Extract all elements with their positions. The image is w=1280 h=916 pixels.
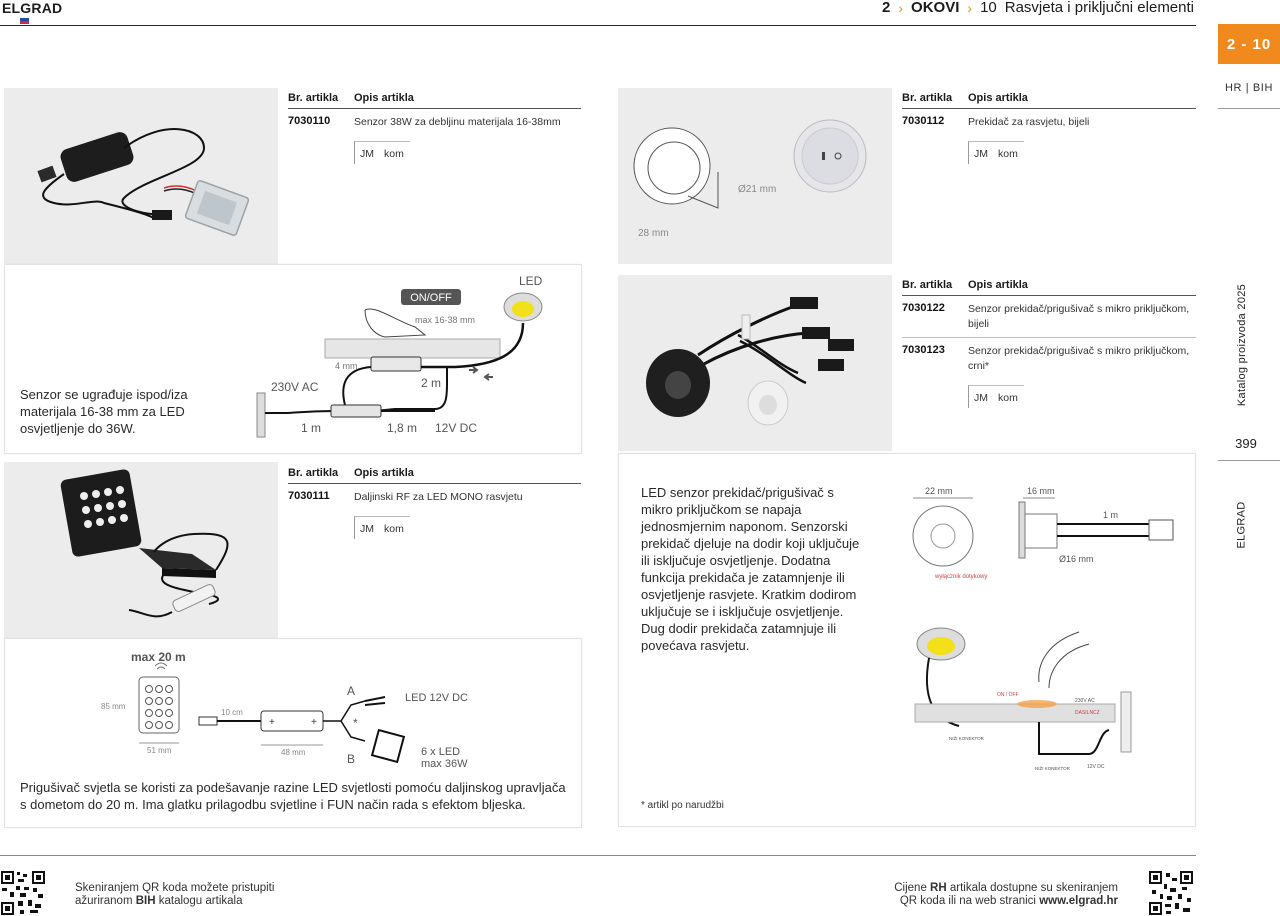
diameter-16mm: Ø16 mm	[1059, 554, 1094, 564]
width-label: 51 mm	[147, 746, 172, 755]
qr-code-left[interactable]	[0, 870, 46, 916]
sensor-dimensions-diagram: 22 mm wyłącznik dotykowy 16 mm 1 m Ø16 m…	[912, 486, 1174, 580]
crumb-section[interactable]: OKOVI	[911, 0, 960, 16]
width-22mm: 22 mm	[925, 486, 953, 496]
sensor-description: Senzor se ugrađuje ispod/iza materijala …	[20, 387, 188, 436]
crumb-sub-title[interactable]: Rasvjeta i priključni elementi	[1004, 0, 1194, 16]
chapter-tab[interactable]: 2 - 10	[1218, 24, 1280, 64]
touch-label: wyłącznik dotykowy	[934, 574, 987, 580]
length-2m: 2 m	[421, 376, 441, 390]
touch-sensors-illustration	[646, 297, 854, 426]
chevron-right-icon: ›	[967, 0, 973, 16]
cable-length-label: 10 cm	[221, 708, 243, 717]
diagram-card-sensor: Senzor se ugrađuje ispod/iza materijala …	[4, 264, 582, 454]
flag-icon	[20, 18, 29, 24]
language-label[interactable]: HR | BIH	[1225, 82, 1273, 94]
footer-left-text: Skeniranjem QR koda možete pristupiti až…	[75, 882, 275, 907]
chevron-right-icon: ›	[898, 0, 904, 16]
diagram-card-dimmer: max 20 m 85 mm 51 mm 10 cm ++ 48 mm A B …	[4, 638, 582, 828]
qr-code-right[interactable]	[1148, 870, 1194, 916]
order-footnote: * artikl po narudžbi	[641, 800, 724, 811]
sidebar-divider	[1218, 460, 1280, 461]
sensor-wiring-diagram: ON/OFF max 16-38 mm 4 mm LED 2 m 230V AC…	[256, 274, 543, 438]
length-1-8m: 1,8 m	[387, 421, 417, 435]
dimmer-width-label: 48 mm	[281, 748, 306, 757]
sensor-info-card: LED senzor prekidač/prigušivač s mikro p…	[618, 453, 1196, 827]
gap-label: 4 mm	[335, 361, 358, 371]
dimmer-wiring-diagram: max 20 m 85 mm 51 mm 10 cm ++ 48 mm A B …	[101, 650, 468, 770]
svg-text:+: +	[311, 717, 317, 728]
ac-label: 230V AC	[1075, 698, 1095, 704]
output-b-label: B	[347, 752, 355, 766]
website-link[interactable]: www.elgrad.hr	[1039, 895, 1118, 907]
crumb-sub-num[interactable]: 10	[980, 0, 997, 16]
sensor-kit-illustration	[37, 128, 250, 236]
crumb-chapter[interactable]: 2	[882, 0, 891, 16]
product-image-remote-rf	[4, 462, 278, 638]
sensor-installation-diagram: ON / OFF 230V AC DASILNCZ NIŽI KONEKTOR …	[914, 627, 1132, 771]
header-divider	[0, 25, 1196, 26]
sidebar-divider	[1218, 108, 1280, 109]
depth-16mm: 16 mm	[1027, 486, 1055, 496]
catalog-vertical: Katalog proizvoda 2025	[1236, 283, 1248, 407]
upper-connector-label: NIŽI KONEKTOR	[949, 734, 985, 741]
voltage-ac-label: 230V AC	[271, 380, 319, 394]
product-image-sensor-38w	[4, 88, 278, 264]
thickness-label: max 16-38 mm	[415, 315, 475, 325]
switch-illustration: Ø21 mm 28 mm	[633, 119, 867, 239]
asterisk-label: *	[353, 716, 358, 730]
remote-kit-illustration	[60, 469, 229, 618]
breadcrumb: 2 › OKOVI › 10 Rasvjeta i priključni ele…	[882, 0, 1194, 16]
depth-label: 28 mm	[638, 228, 669, 239]
page-number: 399	[1235, 436, 1257, 451]
length-1m: 1 m	[301, 421, 321, 435]
lower-connector-label: NIŽI KONEKTOR	[1035, 764, 1071, 771]
brand-logo: ELGRAD	[2, 0, 63, 16]
power-supply-label: DASILNCZ	[1075, 710, 1100, 716]
cable-1m: 1 m	[1103, 510, 1118, 520]
dc-label: 12V DC	[1087, 764, 1105, 770]
on-off-touch-label: ON / OFF	[997, 692, 1019, 698]
sensor-info-text: LED senzor prekidač/prigušivač s mikro p…	[641, 485, 860, 653]
footer-divider	[0, 855, 1196, 856]
led-label: LED	[519, 274, 543, 288]
brand-vertical: ELGRAD	[1236, 501, 1249, 549]
range-label: max 20 m	[131, 650, 186, 664]
height-label: 85 mm	[101, 702, 126, 711]
footer-right-text: Cijene RH artikala dostupne su skeniranj…	[894, 882, 1118, 907]
voltage-dc-label: 12V DC	[435, 421, 477, 435]
dimmer-description: Prigušivač svjetla se koristi za podešav…	[20, 780, 566, 812]
max-power-label: max 36W	[421, 758, 468, 770]
product-image-switch: Ø21 mm 28 mm	[618, 88, 892, 264]
product-image-touch-sensors	[618, 275, 892, 451]
output-a-label: A	[347, 684, 355, 698]
on-off-label: ON/OFF	[410, 292, 452, 304]
diameter-label: Ø21 mm	[738, 184, 776, 195]
svg-text:+: +	[269, 717, 275, 728]
led-count-label: 6 x LED	[421, 746, 460, 758]
led-12v-label: LED 12V DC	[405, 692, 468, 704]
